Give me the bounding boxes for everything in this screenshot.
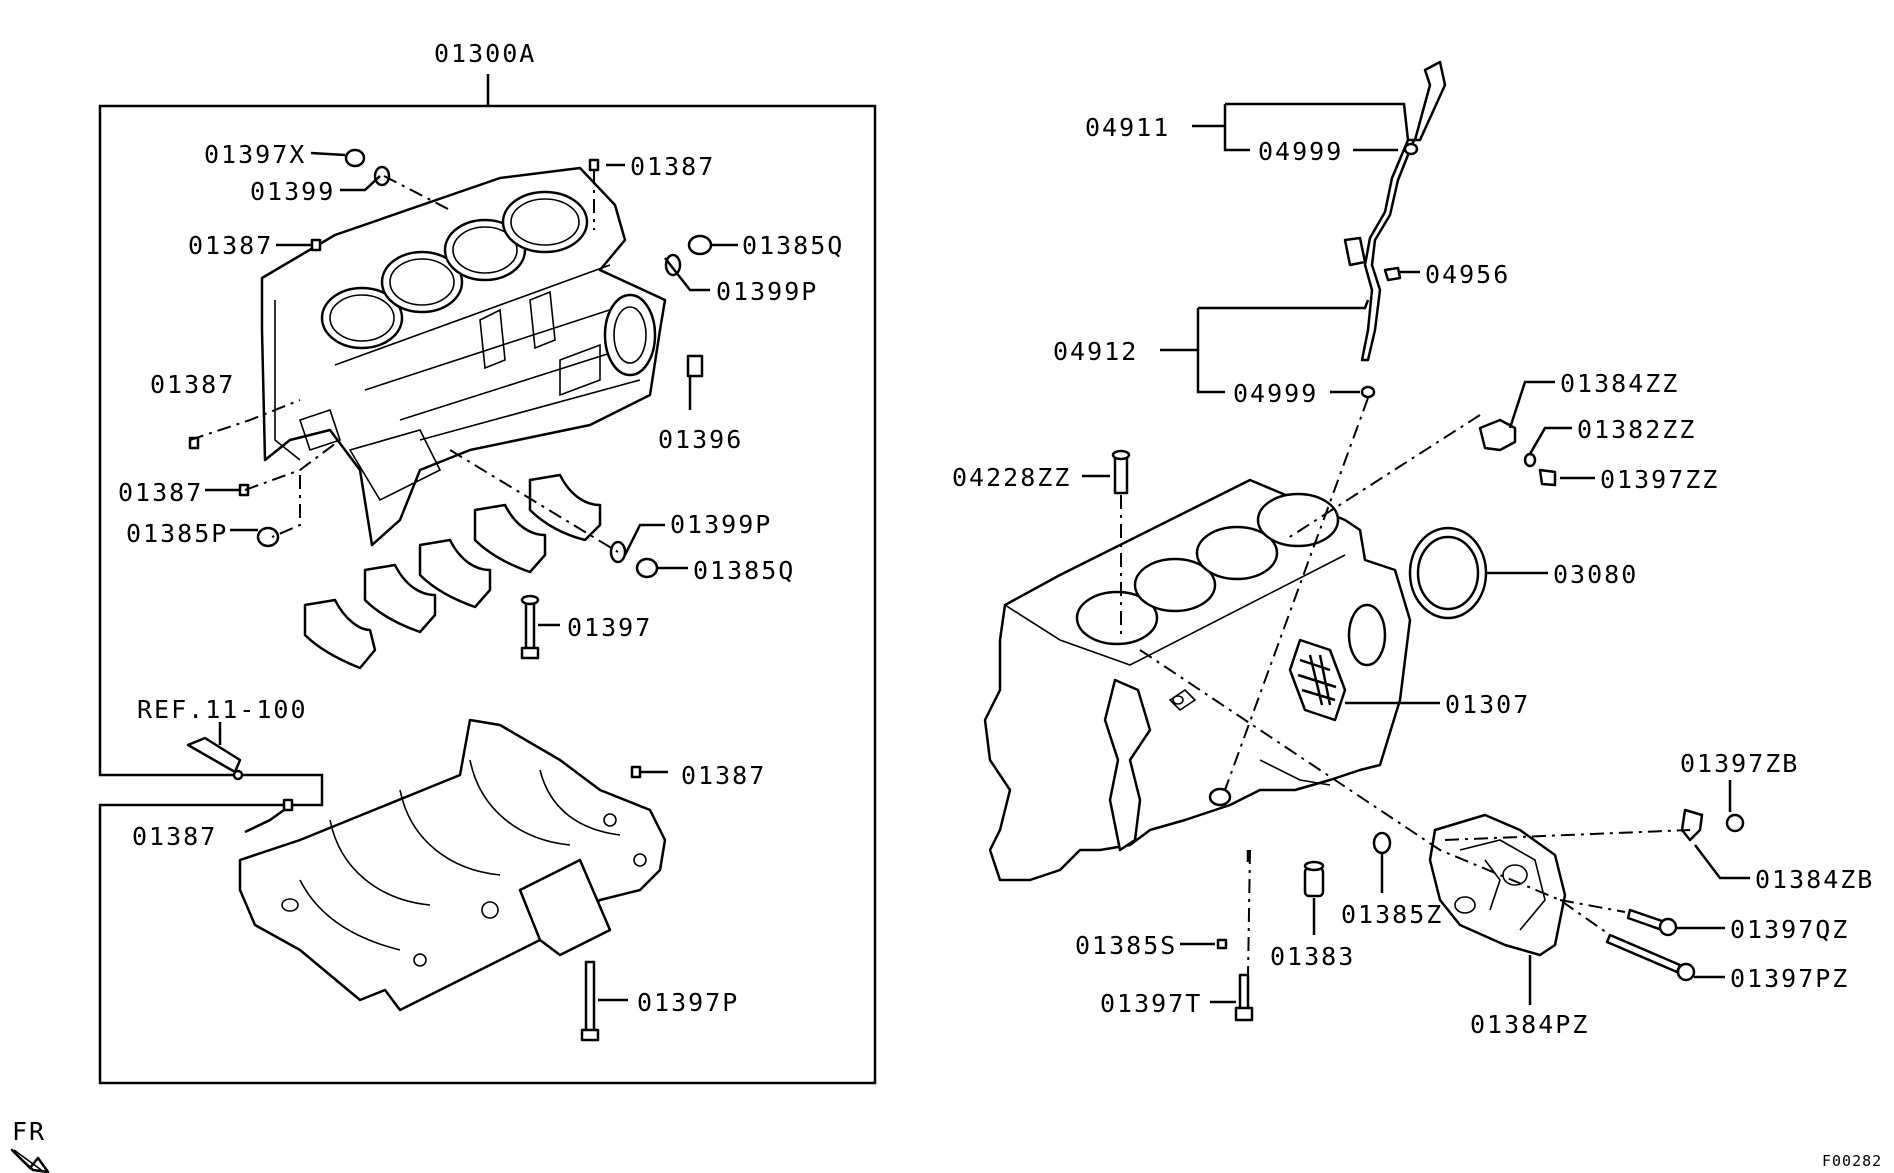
knock-pin-04228ZZ bbox=[1111, 449, 1131, 495]
label-04999-b: 04999 bbox=[1233, 379, 1318, 408]
dashed-leaders-right bbox=[1120, 397, 1691, 976]
left-leader-lines bbox=[205, 151, 738, 1002]
label-01387-b: 01387 bbox=[188, 231, 273, 260]
label-01399: 01399 bbox=[250, 177, 335, 206]
right-bolts bbox=[1605, 808, 1745, 982]
label-01384PZ: 01384PZ bbox=[1470, 1010, 1589, 1039]
right-leader-lines bbox=[1082, 102, 1750, 1005]
label-01399P-a: 01399P bbox=[716, 277, 818, 306]
main-bearing-caps bbox=[303, 473, 602, 670]
bracket-01384ZZ bbox=[1478, 418, 1557, 487]
label-01385S: 01385S bbox=[1075, 931, 1177, 960]
label-01385Q-b: 01385Q bbox=[693, 556, 795, 585]
label-01382ZZ: 01382ZZ bbox=[1577, 415, 1696, 444]
label-01397T: 01397T bbox=[1100, 989, 1202, 1018]
label-04999-a: 04999 bbox=[1258, 137, 1343, 166]
label-01384ZB: 01384ZB bbox=[1755, 865, 1874, 894]
bolt-01397 bbox=[520, 594, 540, 660]
label-01397ZZ: 01397ZZ bbox=[1600, 465, 1719, 494]
label-01385Q-a: 01385Q bbox=[742, 231, 844, 260]
label-04911: 04911 bbox=[1085, 113, 1170, 142]
label-01397P: 01397P bbox=[637, 988, 739, 1017]
label-04912: 04912 bbox=[1053, 337, 1138, 366]
label-01385Z: 01385Z bbox=[1341, 900, 1443, 929]
front-direction-arrow-icon bbox=[10, 1148, 50, 1173]
figure-code: F00282 bbox=[1822, 1152, 1882, 1170]
small-parts-upper bbox=[188, 148, 713, 579]
label-01397QZ: 01397QZ bbox=[1730, 915, 1849, 944]
label-01396: 01396 bbox=[658, 425, 743, 454]
oil-seal-03080 bbox=[1408, 526, 1488, 620]
label-03080: 03080 bbox=[1553, 560, 1638, 589]
label-01300A: 01300A bbox=[434, 39, 536, 68]
label-01387-a: 01387 bbox=[630, 152, 715, 181]
label-04956: 04956 bbox=[1425, 260, 1510, 289]
label-01399P-b: 01399P bbox=[670, 510, 772, 539]
label-01397ZB: 01397ZB bbox=[1680, 749, 1799, 778]
lower-crankcase bbox=[238, 718, 667, 1012]
lower-right-small-parts bbox=[1216, 831, 1392, 1022]
upper-cylinder-block bbox=[260, 166, 667, 547]
part-labels: 01300A 01397X 01399 01387 01387 01385Q 0… bbox=[12, 39, 1882, 1170]
label-01387-d: 01387 bbox=[118, 478, 203, 507]
label-01383: 01383 bbox=[1270, 942, 1355, 971]
engine-mount-bracket-01384PZ bbox=[1428, 813, 1567, 957]
label-01387-f: 01387 bbox=[132, 822, 217, 851]
label-01397PZ: 01397PZ bbox=[1730, 964, 1849, 993]
label-fr: FR bbox=[12, 1117, 46, 1146]
label-01397X: 01397X bbox=[204, 140, 306, 169]
label-01397: 01397 bbox=[567, 613, 652, 642]
label-ref-11-100: REF.11-100 bbox=[137, 695, 308, 724]
label-01387-c: 01387 bbox=[150, 370, 235, 399]
label-01384ZZ: 01384ZZ bbox=[1560, 369, 1679, 398]
label-01307: 01307 bbox=[1445, 690, 1530, 719]
label-04228ZZ: 04228ZZ bbox=[952, 463, 1071, 492]
assembly-frame-01300A bbox=[98, 74, 877, 1085]
label-01385P: 01385P bbox=[126, 519, 228, 548]
oil-level-gauge bbox=[1343, 60, 1447, 399]
label-01387-e: 01387 bbox=[681, 761, 766, 790]
right-cylinder-block bbox=[983, 478, 1412, 882]
ref-11-100-part bbox=[186, 736, 244, 781]
dashed-leaders-upper bbox=[189, 170, 619, 553]
